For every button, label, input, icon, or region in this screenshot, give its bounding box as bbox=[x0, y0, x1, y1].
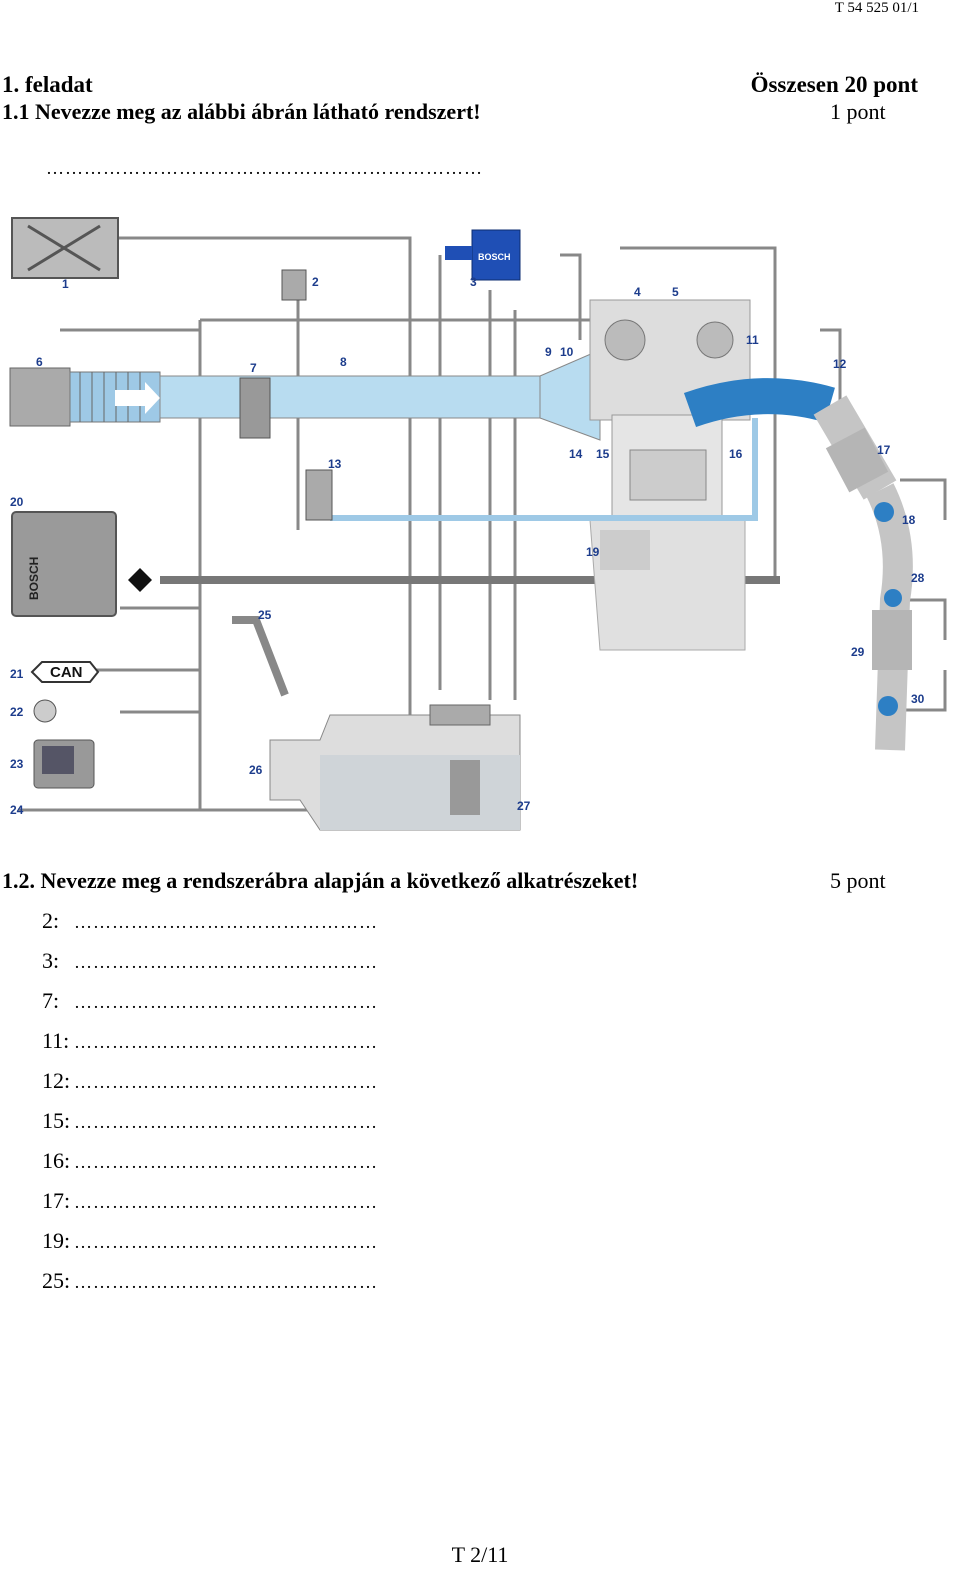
page-number: T 2/11 bbox=[451, 1542, 509, 1567]
answer-label: 12: bbox=[42, 1068, 71, 1093]
answer-row[interactable]: 11:………………………………………… bbox=[42, 1028, 378, 1054]
svg-text:19: 19 bbox=[586, 545, 600, 559]
svg-text:15: 15 bbox=[596, 447, 610, 461]
svg-text:20: 20 bbox=[10, 495, 24, 509]
svg-text:29: 29 bbox=[851, 645, 865, 659]
svg-text:23: 23 bbox=[10, 757, 24, 771]
fuel-tank bbox=[269, 704, 521, 831]
answer-label: 16: bbox=[42, 1148, 71, 1173]
question-2-points: 5 pont bbox=[830, 868, 886, 893]
answer-label: 17: bbox=[42, 1188, 71, 1213]
harness-bar bbox=[160, 576, 780, 584]
svg-text:17: 17 bbox=[877, 443, 891, 457]
answer-label: 3: bbox=[42, 948, 60, 973]
accelerator-pedal bbox=[232, 616, 289, 697]
total-points: Összesen 20 pont bbox=[750, 72, 918, 97]
svg-text:4: 4 bbox=[634, 285, 641, 299]
can-bus-tag: CAN bbox=[30, 661, 100, 683]
answer-line[interactable]: ………………………………………… bbox=[74, 1272, 378, 1292]
svg-text:6: 6 bbox=[36, 355, 43, 369]
answer-label: 15: bbox=[42, 1108, 71, 1133]
svg-text:25: 25 bbox=[258, 608, 272, 622]
svg-text:30: 30 bbox=[911, 692, 925, 706]
svg-text:3: 3 bbox=[470, 275, 477, 289]
answer-row[interactable]: 2: ………………………………………… bbox=[42, 908, 378, 934]
question-1-points: 1 pont bbox=[830, 99, 886, 124]
answer-line[interactable]: ………………………………………… bbox=[74, 912, 378, 932]
question-2-text: 1.2. Nevezze meg a rendszerábra alapján … bbox=[2, 868, 639, 893]
svg-text:BOSCH: BOSCH bbox=[478, 252, 511, 262]
answer-label: 25: bbox=[42, 1268, 71, 1293]
svg-text:11: 11 bbox=[746, 333, 759, 347]
high-pressure-pump: BOSCH bbox=[445, 229, 521, 281]
svg-text:16: 16 bbox=[729, 447, 743, 461]
answer-row[interactable]: 25:………………………………………… bbox=[42, 1268, 378, 1294]
answer-row[interactable]: 12:………………………………………… bbox=[42, 1068, 378, 1094]
svg-text:BOSCH: BOSCH bbox=[27, 557, 41, 600]
question-1-answer-line[interactable]: …………………………………………………………… bbox=[46, 158, 483, 178]
warning-lamp bbox=[33, 699, 57, 723]
answer-line[interactable]: ………………………………………… bbox=[74, 1072, 378, 1092]
answer-row[interactable]: 3: ………………………………………… bbox=[42, 948, 378, 974]
component-2 bbox=[281, 269, 307, 301]
ecu-component: BOSCH bbox=[11, 511, 117, 617]
svg-text:28: 28 bbox=[911, 571, 925, 585]
answer-line[interactable]: ………………………………………… bbox=[74, 952, 378, 972]
answer-row[interactable]: 16:………………………………………… bbox=[42, 1148, 378, 1174]
answer-label: 2: bbox=[42, 908, 60, 933]
answer-row[interactable]: 19:………………………………………… bbox=[42, 1228, 378, 1254]
answer-label: 11: bbox=[42, 1028, 70, 1053]
answer-line[interactable]: ………………………………………… bbox=[74, 1232, 378, 1252]
svg-text:10: 10 bbox=[560, 345, 574, 359]
component-13 bbox=[305, 469, 333, 521]
question-1-text: 1.1 Nevezze meg az alábbi ábrán látható … bbox=[2, 99, 481, 124]
svg-text:8: 8 bbox=[340, 355, 347, 369]
svg-text:26: 26 bbox=[249, 763, 263, 777]
display-instrument bbox=[33, 739, 95, 789]
answer-row[interactable]: 7: ………………………………………… bbox=[42, 988, 378, 1014]
answer-row[interactable]: 17:………………………………………… bbox=[42, 1188, 378, 1214]
svg-text:CAN: CAN bbox=[50, 664, 83, 681]
svg-text:2: 2 bbox=[312, 275, 319, 289]
svg-text:5: 5 bbox=[672, 285, 679, 299]
svg-text:22: 22 bbox=[10, 705, 24, 719]
answer-line[interactable]: ………………………………………… bbox=[74, 1192, 378, 1212]
svg-text:27: 27 bbox=[517, 799, 531, 813]
answer-line[interactable]: ………………………………………… bbox=[74, 1032, 378, 1052]
svg-text:21: 21 bbox=[10, 667, 24, 681]
task-title: 1. feladat bbox=[2, 72, 93, 97]
svg-text:1: 1 bbox=[62, 277, 69, 291]
answer-label: 19: bbox=[42, 1228, 71, 1253]
answer-line[interactable]: ………………………………………… bbox=[74, 1152, 378, 1172]
svg-text:13: 13 bbox=[328, 457, 342, 471]
svg-text:7: 7 bbox=[250, 361, 257, 375]
diagram-labels: 1 2 3 4 5 6 7 8 9 10 11 12 13 14 15 16 1… bbox=[10, 275, 925, 817]
answer-line[interactable]: ………………………………………… bbox=[74, 992, 378, 1012]
air-filter-component bbox=[11, 217, 119, 279]
answer-line[interactable]: ………………………………………… bbox=[74, 1112, 378, 1132]
document-code: T 54 525 01/1 bbox=[834, 0, 919, 16]
engine-block bbox=[589, 299, 751, 651]
exhaust-system bbox=[683, 378, 913, 751]
intake-manifold bbox=[9, 349, 601, 441]
svg-text:9: 9 bbox=[545, 345, 552, 359]
svg-text:24: 24 bbox=[10, 803, 24, 817]
answer-label: 7: bbox=[42, 988, 60, 1013]
svg-text:18: 18 bbox=[902, 513, 916, 527]
svg-text:14: 14 bbox=[569, 447, 583, 461]
svg-text:12: 12 bbox=[833, 357, 847, 371]
engine-system-diagram: BOSCH BOSCH CAN bbox=[9, 217, 947, 831]
answer-row[interactable]: 15:………………………………………… bbox=[42, 1108, 378, 1134]
